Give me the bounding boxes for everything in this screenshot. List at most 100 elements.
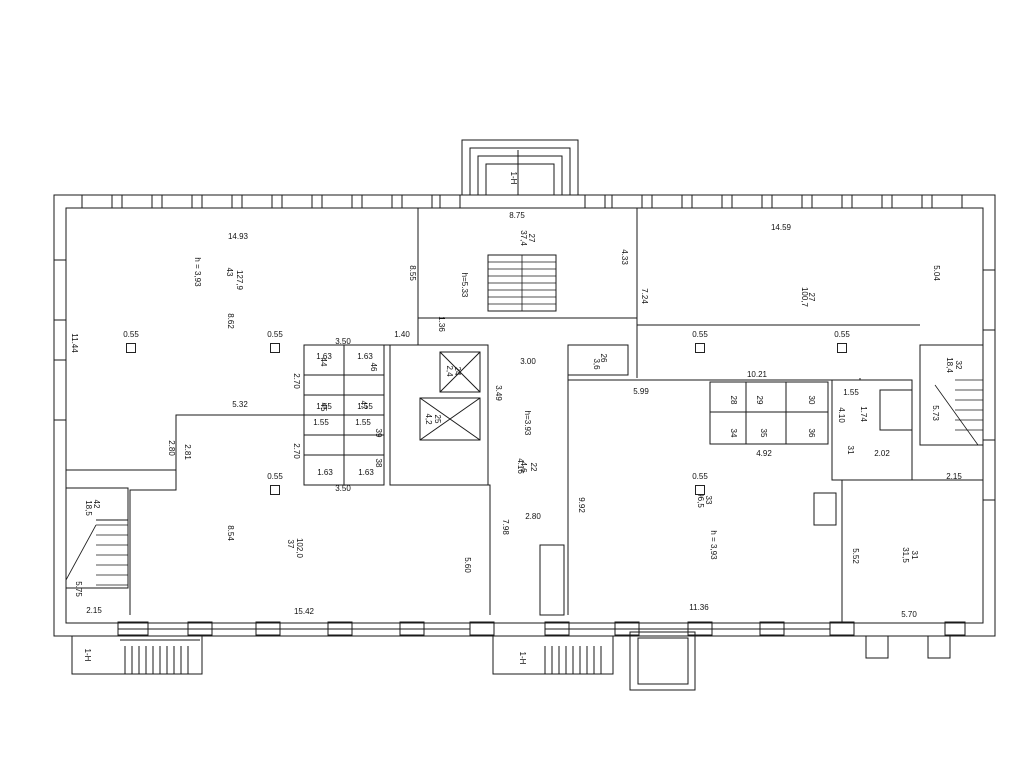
room-id-center-south: 33 <box>704 495 713 505</box>
dim-5-73: 5.73 <box>931 405 940 421</box>
height-south: h = 3,93 <box>709 530 718 560</box>
room-id-wc-34: 34 <box>729 428 738 438</box>
marker-a <box>126 343 136 353</box>
marker-c <box>695 343 705 353</box>
dim-8-62: 8.62 <box>226 313 235 329</box>
entrance-tag-south: 1-H <box>518 651 527 665</box>
west-windows <box>53 259 996 501</box>
room-id-west-stair: 42 <box>92 499 101 509</box>
dim-14-59: 14.59 <box>770 223 792 232</box>
dim-2-80-b: 2.80 <box>525 512 541 521</box>
dim-1-36: 1.36 <box>437 316 446 332</box>
room-id-wc-29: 29 <box>755 395 764 405</box>
dim-10-21: 10.21 <box>746 370 768 379</box>
west-stair <box>65 487 129 589</box>
dim-0-55-d: 0.55 <box>834 330 850 339</box>
dim-0-55-c: 0.55 <box>692 330 708 339</box>
dim-5-04: 5.04 <box>932 265 941 281</box>
dim-0-55-b: 0.55 <box>267 330 283 339</box>
dim-0-55-f: 0.55 <box>692 472 708 481</box>
dim-8-54: 8.54 <box>226 525 235 541</box>
dim-0-55-e: 0.55 <box>267 472 283 481</box>
dim-1-74: 1.74 <box>859 406 868 422</box>
dim-4-33: 4.33 <box>620 249 629 265</box>
room-id-wc-39: 39 <box>374 428 383 438</box>
height-nw: h = 3,93 <box>193 257 202 287</box>
nw-room-walls <box>66 208 419 471</box>
south-porch-center <box>492 635 614 675</box>
room-id-wc-36: 36 <box>807 428 816 438</box>
dim-3-50-b: 3.50 <box>335 484 351 493</box>
room-id-wc-30: 30 <box>807 395 816 405</box>
dim-5-52: 5.52 <box>851 548 860 564</box>
height-stair: h=5.33 <box>460 272 469 298</box>
room-id-se: 31 <box>910 550 919 560</box>
room-id-lift-b: 25 <box>433 414 442 424</box>
dim-2-15-b: 2.15 <box>86 606 102 615</box>
dim-5-99: 5.99 <box>633 387 649 396</box>
south-vestibule <box>629 631 696 691</box>
dim-0-55-a: 0.55 <box>123 330 139 339</box>
dim-1-55-e: 1.55 <box>843 388 859 397</box>
dim-5-60: 5.60 <box>463 557 472 573</box>
dim-15-42: 15.42 <box>293 607 315 616</box>
dim-2-80-a: 2.80 <box>167 440 176 456</box>
dim-5-75: 5.75 <box>74 581 83 597</box>
dim-2-02: 2.02 <box>874 449 890 458</box>
dim-1-63-b: 1.63 <box>357 352 373 361</box>
room-id-wc-38: 38 <box>374 458 383 468</box>
wc-block-east <box>709 381 829 445</box>
south-porch-left <box>71 635 203 675</box>
area-east-stair: 18,4 <box>945 357 954 373</box>
room-id-east-stair: 32 <box>954 360 963 370</box>
dim-8-75: 8.75 <box>509 211 525 220</box>
entrance-tag-southwest: 1-H <box>83 648 92 662</box>
dim-1-55-b: 1.55 <box>357 402 373 411</box>
room-id-lift-a: 24 <box>453 366 462 376</box>
dim-8-55: 8.55 <box>408 265 417 281</box>
dim-11-44: 11.44 <box>70 333 79 353</box>
area-sw: 102,0 <box>295 537 304 559</box>
area-small-north: 3,6 <box>592 358 601 370</box>
area-stair: 37,4 <box>519 230 528 246</box>
area-lift-b: 4,2 <box>424 413 433 425</box>
lift-b <box>419 397 481 441</box>
area-nw: 127,9 <box>235 269 244 291</box>
dim-7-24: 7.24 <box>640 288 649 304</box>
dim-3-49: 3.49 <box>494 385 503 401</box>
east-stair <box>919 344 984 446</box>
room-id-nw: 43 <box>225 267 234 277</box>
room-id-wc-46: 46 <box>369 362 378 372</box>
dim-4-16: 4.16 <box>516 458 525 474</box>
area-ne: 100,7 <box>800 286 809 308</box>
entrance-tag-north: 1-H <box>509 171 518 185</box>
room-id-sw: 37 <box>286 539 295 549</box>
area-lift-a: 2,4 <box>445 365 454 377</box>
dim-2-70-a: 2.70 <box>292 373 301 389</box>
north-porch <box>461 139 579 195</box>
area-west-stair: 18,5 <box>84 500 93 516</box>
dim-14-93: 14.93 <box>227 232 249 241</box>
dim-3-00: 3.00 <box>520 357 536 366</box>
lift-a <box>439 351 481 393</box>
dim-3-50-a: 3.50 <box>335 337 351 346</box>
north-windows <box>81 194 963 209</box>
dim-1-40: 1.40 <box>394 330 410 339</box>
dim-1-55-c: 1.55 <box>313 418 329 427</box>
dim-9-92: 9.92 <box>577 497 586 513</box>
dim-7-98: 7.98 <box>501 519 510 535</box>
dim-1-55-d: 1.55 <box>355 418 371 427</box>
dim-2-15-a: 2.15 <box>946 472 962 481</box>
marker-d <box>837 343 847 353</box>
dim-5-70: 5.70 <box>901 610 917 619</box>
room-id-wc-28: 28 <box>729 395 738 405</box>
se-exit-steps <box>865 635 951 659</box>
dim-11-36: 11.36 <box>689 603 709 612</box>
marker-e <box>270 485 280 495</box>
height-corridor: h=3.93 <box>523 410 532 436</box>
dim-2-70-b: 2.70 <box>292 443 301 459</box>
dim-1-55-a: 1.55 <box>316 402 332 411</box>
marker-f <box>695 485 705 495</box>
dim-1-63-c: 1.63 <box>317 468 333 477</box>
